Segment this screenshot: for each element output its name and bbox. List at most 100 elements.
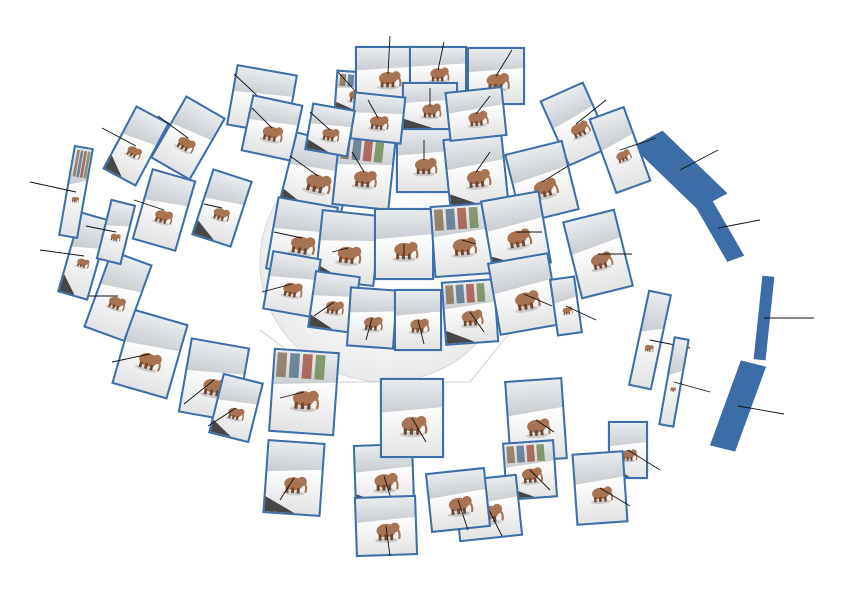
optical-axis-line [679,149,719,171]
elephant-figurine-icon [372,472,399,494]
optical-axis-line [309,111,331,131]
optical-axis-line [469,311,485,333]
optical-axis-line [475,151,491,173]
optical-axis-line [461,239,477,245]
elephant-figurine-icon [447,495,474,517]
optical-axis-line [737,405,785,415]
camera-frame [304,102,356,158]
elephant-figurine-icon [467,110,489,129]
optical-axis-line [619,137,657,151]
optical-axis-line [541,165,569,183]
elephant-figurine-icon [70,196,80,204]
camera-frame [240,94,304,162]
elephant-figurine-icon [520,467,544,485]
optical-axis-line [565,305,597,321]
elephant-figurine-icon [75,258,90,270]
optical-axis-line [673,381,711,393]
optical-axis-line [367,99,379,119]
optical-axis-line [457,499,469,531]
elephant-figurine-icon [413,157,438,177]
optical-axis-line [29,181,77,193]
optical-axis-line [411,417,427,443]
optical-axis-line [475,95,491,115]
optical-axis-line [351,151,365,173]
optical-axis-line [487,507,503,537]
elephant-figurine-icon [643,344,654,353]
elephant-figurine-icon [616,149,632,165]
elephant-figurine-icon [408,318,430,335]
camera-frame [424,466,492,534]
optical-axis-line [337,71,357,93]
elephant-figurine-icon [420,103,442,120]
optical-axis-line [133,199,165,211]
camera-frame [444,85,508,143]
optical-axis-line [39,249,85,257]
elephant-figurine-icon [105,296,126,312]
elephant-figurine-icon [323,301,344,316]
optical-axis-line [207,407,237,427]
elephant-figurine-icon [460,309,484,328]
elephant-figurine-icon [109,233,121,243]
optical-axis-line [251,107,273,129]
optical-axis-line [387,35,391,75]
elephant-figurine-icon [124,146,142,160]
optical-axis-line [279,477,295,501]
optical-axis-line [273,231,303,239]
elephant-figurine-icon [399,415,428,438]
optical-axis-line [575,99,607,125]
optical-axis-line [495,49,513,77]
elephant-figurine-icon [570,120,592,141]
optical-axis-line [529,469,551,491]
elephant-figurine-icon [669,387,677,392]
optical-axis-line [289,155,319,177]
optical-axis-line [183,379,215,405]
optical-axis-line [157,115,189,139]
elephant-figurine-icon [374,522,401,543]
optical-axis-line [313,301,335,317]
optical-axis-line [261,283,293,293]
optical-axis-line [331,247,349,253]
optical-axis-line [385,525,391,557]
elephant-figurine-icon [259,126,284,144]
elephant-figurine-icon [351,170,377,190]
elephant-figurine-icon [210,208,230,223]
camera-frame [379,377,445,459]
camera-frame [345,286,399,350]
camera-frame [353,494,419,558]
elephant-figurine-icon [134,353,162,373]
elephant-figurine-icon [287,236,316,257]
optical-axis-line [599,487,631,507]
optical-axis-line [101,127,137,147]
elephant-figurine-icon [319,128,340,143]
optical-axis-line [437,41,445,71]
elephant-figurine-icon [367,116,389,132]
elephant-figurine-icon [225,407,245,422]
optical-axis-line [417,319,425,345]
elephant-figurine-icon [334,246,362,266]
optical-axis-line [279,391,305,399]
elephant-figurine-icon [173,137,196,154]
elephant-figurine-icon [590,251,614,272]
camera-frame [440,278,500,346]
optical-axis-line [523,293,553,307]
optical-axis-line [627,449,661,471]
elephant-figurine-icon [466,168,492,190]
optical-axis-line [111,353,151,363]
camera-frame [56,211,112,301]
elephant-figurine-icon [290,390,320,412]
optical-axis-line [203,203,223,209]
camera-frames [29,35,814,558]
elephant-figurine-icon [302,174,332,196]
elephant-figurine-icon [281,476,308,496]
camera-frame [102,105,170,187]
elephant-figurine-icon [507,228,533,251]
optical-axis-line [535,419,555,433]
elephant-figurine-icon [280,282,303,300]
elephant-figurine-icon [377,71,402,90]
elephant-figurine-icon [361,316,383,333]
optical-axis-line [717,219,761,229]
optical-axis-line [365,317,373,341]
camera-frame [393,288,443,352]
elephant-figurine-icon [151,210,174,226]
